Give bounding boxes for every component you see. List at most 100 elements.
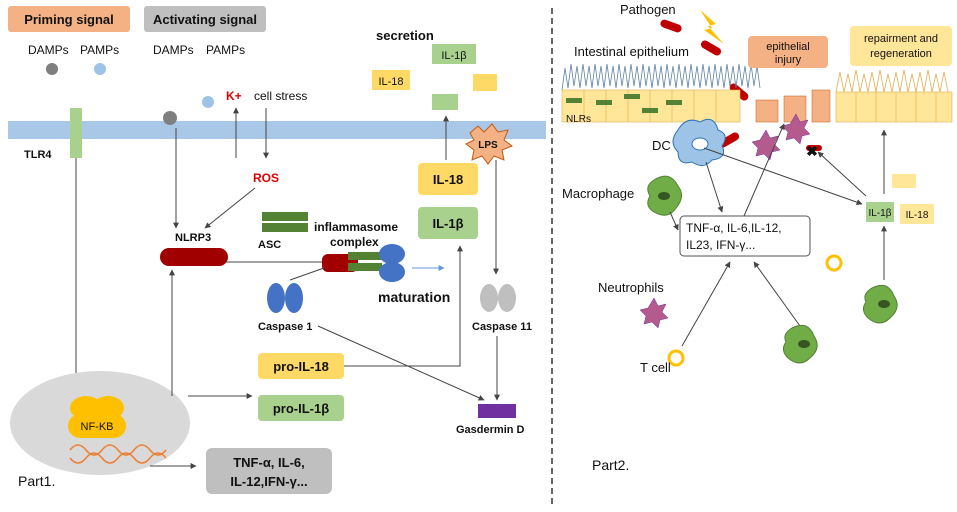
damps-particle	[163, 111, 177, 125]
il1b-to-pathogen-arrow	[817, 151, 867, 197]
pro-il18-to-il18-arrow	[344, 245, 463, 367]
il1b-secreted-particle	[432, 94, 458, 110]
dc-to-cytokines-arrow	[705, 161, 724, 213]
complex-asc-1	[348, 252, 382, 260]
damps-label-2: DAMPs	[153, 43, 194, 57]
dna-strand-2	[69, 452, 167, 464]
caspase1-b	[285, 283, 303, 313]
nlr-bar-1	[566, 98, 582, 103]
dna-strand-1	[69, 444, 167, 456]
part1-label: Part1.	[18, 473, 55, 489]
ros-to-nlrp3-arrow	[204, 187, 256, 229]
priming-signal-box	[8, 6, 130, 32]
nfkb-label: NF-KB	[81, 421, 114, 433]
nlrp3-label: NLRP3	[175, 232, 211, 244]
macrophage-nucleus	[658, 192, 670, 200]
asc-bar-2	[262, 223, 308, 232]
injured-epithelium	[755, 89, 831, 123]
il1b-mature-box	[418, 207, 478, 239]
tlr4-receptor	[70, 108, 82, 158]
il1b-box-part2	[866, 202, 894, 222]
ros-label: ROS	[253, 171, 279, 185]
caspase-connector	[289, 267, 325, 281]
dc-nucleus	[691, 137, 709, 151]
activating-signal-label: Activating signal	[153, 12, 257, 27]
part2-label: Part2.	[592, 457, 629, 473]
cytokines-to-injury-arrow	[743, 123, 785, 217]
maturation-label: maturation	[378, 289, 450, 305]
intestinal-epithelium-label: Intestinal epithelium	[574, 44, 689, 59]
pro-il18-box	[258, 353, 344, 379]
pathogen-label: Pathogen	[620, 2, 676, 17]
pathogen-killed	[806, 145, 822, 151]
killed-x-icon: ✖	[806, 143, 818, 159]
lps-burst	[465, 123, 514, 165]
cell-stress-label: cell stress	[254, 89, 307, 103]
il18-secreted-label: IL-18	[378, 76, 403, 88]
repairment-line1: repairment and	[864, 33, 938, 45]
inflammasome-label-1: inflammasome	[314, 220, 398, 234]
cell-membrane	[8, 121, 546, 139]
nlr-bar-5	[666, 100, 682, 105]
pathogen-2	[700, 40, 722, 56]
cytokines-box-part1	[206, 448, 332, 494]
cytokines-part1-line2: IL-12,IFN-γ...	[230, 474, 307, 489]
caspase1-to-gasdermin-arrow	[317, 325, 485, 401]
gasdermin-d-label: Gasdermin D	[456, 424, 525, 436]
pamps-label: PAMPs	[80, 43, 119, 57]
il1b-secreted-label: IL-1β	[441, 50, 466, 62]
pro-il1b-box	[258, 395, 344, 421]
regenerated-epithelium	[835, 69, 953, 123]
cytokines-part2-line2: IL23, IFN-γ...	[686, 238, 755, 252]
dc-label: DC	[652, 138, 671, 153]
repairment-line2: regeneration	[870, 48, 932, 60]
il18-secreted-particle	[473, 74, 497, 91]
pro-il18-label: pro-IL-18	[273, 359, 329, 374]
priming-signal-label: Priming signal	[24, 12, 114, 27]
gasdermin-d-block	[478, 404, 516, 418]
caspase1-a	[267, 283, 285, 313]
tcell-to-cytokines-arrow	[681, 261, 731, 347]
il1b-label-part2: IL-1β	[869, 208, 892, 219]
il18-label-part2: IL-18	[906, 210, 929, 221]
il18-secreted-box	[372, 70, 410, 90]
il18-mature-label: IL-18	[433, 172, 463, 187]
inflammasome-label-2: complex	[330, 235, 379, 249]
lps-label: LPS	[478, 140, 498, 151]
dc-to-il1b-arrow	[703, 147, 863, 206]
cytokines-part1-line1: TNF-α, IL-6,	[233, 455, 305, 470]
complex-asc-2	[348, 263, 382, 271]
pro-il1b-label: pro-IL-1β	[273, 401, 329, 416]
k-plus-label: K+	[226, 89, 242, 103]
tcell-ring	[667, 349, 685, 367]
repairment-box	[850, 26, 952, 66]
il1b-mature-label: IL-1β	[432, 216, 463, 231]
nlr-bar-2	[596, 100, 612, 105]
damps-dot	[46, 63, 58, 75]
epithelial-injury-line2: injury	[775, 54, 802, 66]
epithelium-left	[561, 63, 761, 123]
secretion-label: secretion	[376, 28, 434, 43]
il18-mature-box	[418, 163, 478, 195]
nlr-bar-3	[624, 94, 640, 99]
nlr-bar-4	[642, 108, 658, 113]
macrophage-to-cytokines-arrow	[669, 211, 679, 231]
macrophage-nucleus-2	[798, 340, 810, 348]
tcell-label: T cell	[640, 360, 671, 375]
epithelial-injury-box	[748, 36, 828, 68]
pamps-particle	[202, 96, 214, 108]
nfkb-protein	[68, 414, 126, 438]
lightning-icon	[700, 10, 724, 44]
activating-signal-box	[144, 6, 266, 32]
nlrp3-protein	[160, 248, 228, 266]
pathogen-4	[718, 132, 740, 148]
macrophage-label: Macrophage	[562, 186, 634, 201]
il18-particle-part2	[892, 174, 916, 188]
macrophage2-to-cytokines-arrow	[753, 261, 801, 327]
neutrophil-cell	[639, 297, 669, 329]
caspase11-a	[480, 284, 498, 312]
neutrophils-label: Neutrophils	[598, 280, 664, 295]
complex-caspase-b	[379, 262, 405, 282]
caspase11-b	[498, 284, 516, 312]
